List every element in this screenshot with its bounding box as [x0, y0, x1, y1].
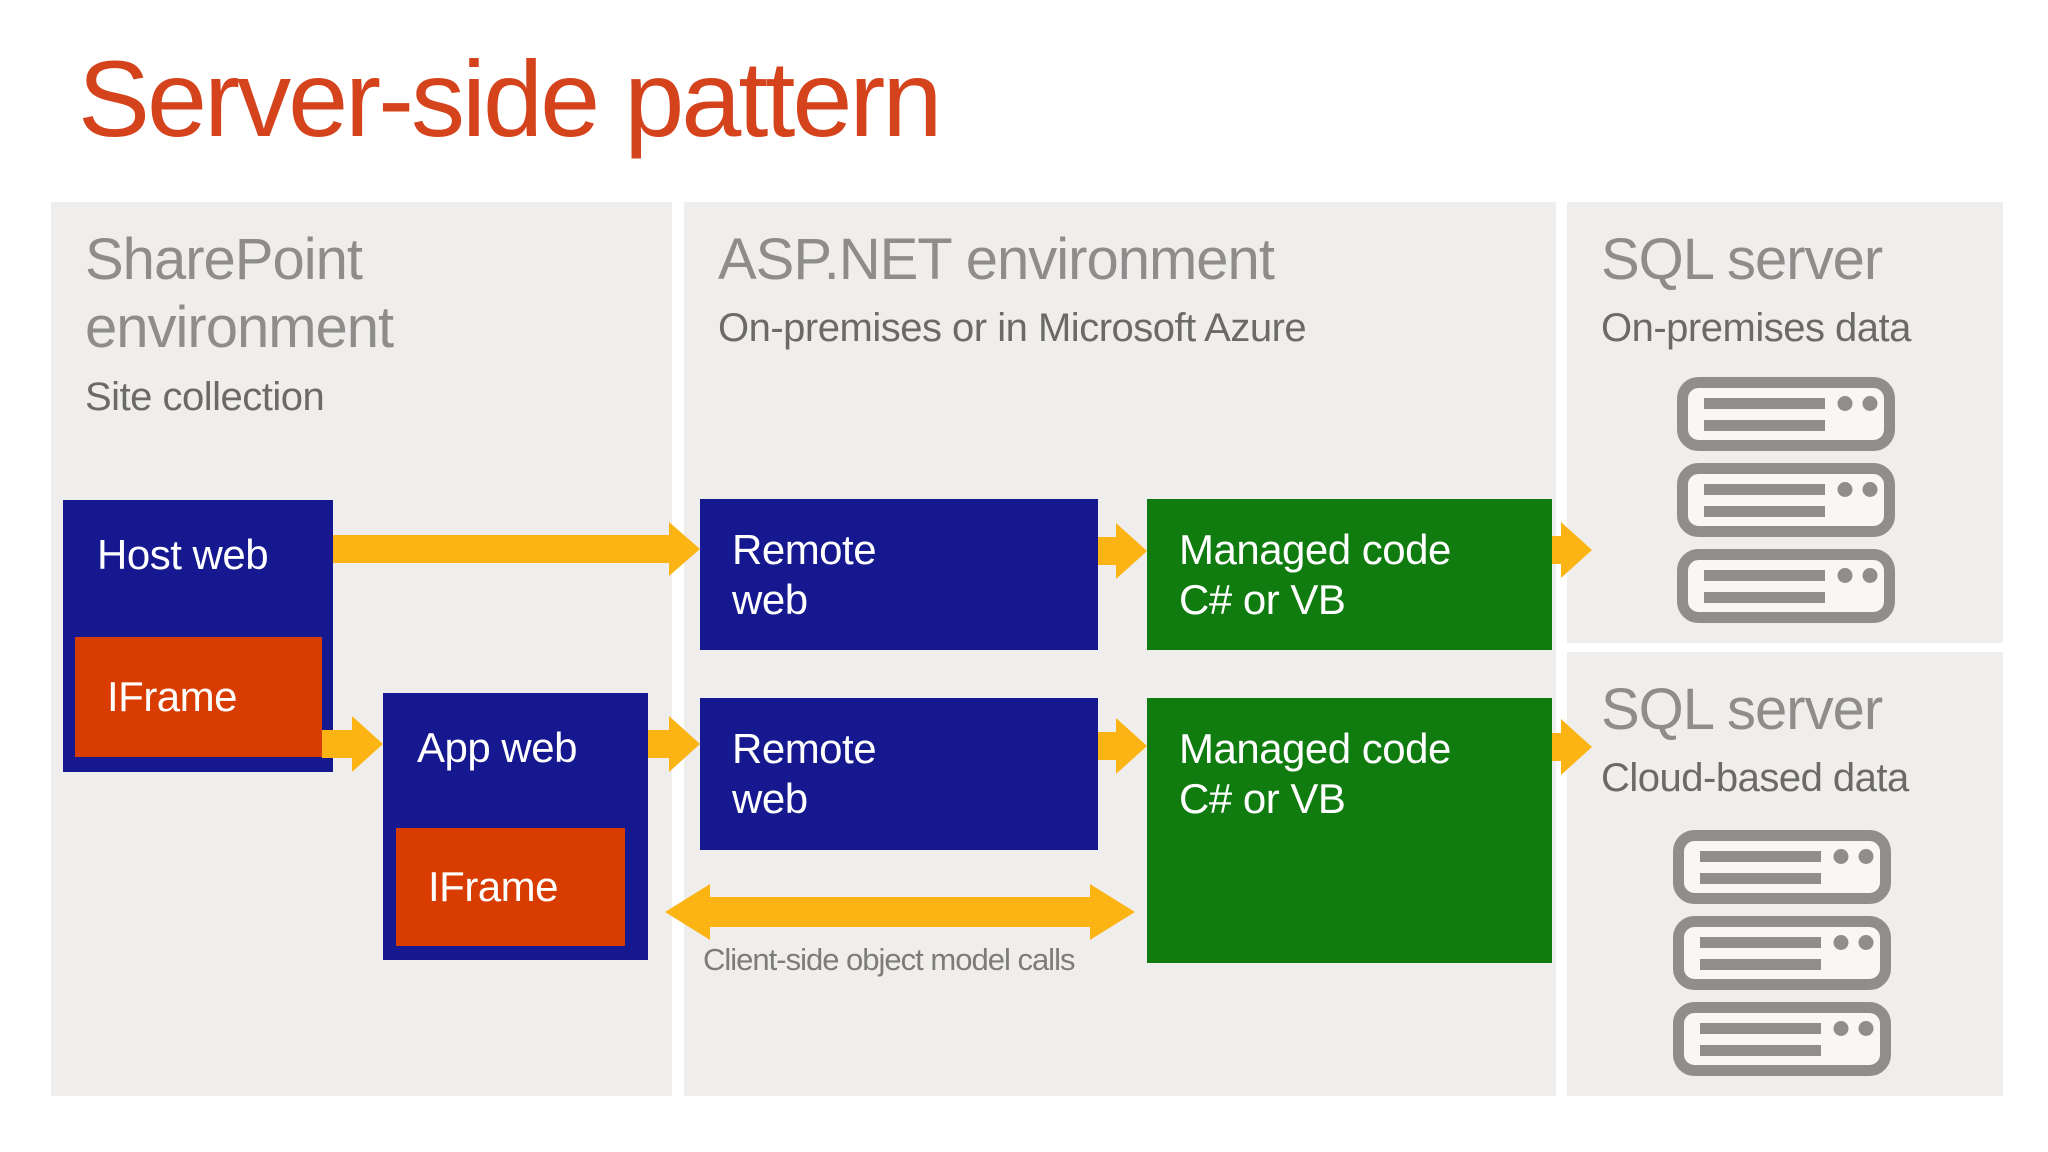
client-side-calls-caption: Client-side object model calls [703, 942, 1075, 977]
page-title: Server-side pattern [78, 38, 942, 159]
sql-onprem-heading: SQL server [1601, 227, 1883, 292]
remote-web-bottom-box: Remote web [700, 698, 1098, 850]
arrow-host-iframe-to-app-web [322, 716, 383, 772]
aspnet-panel-heading: ASP.NET environment [718, 227, 1275, 292]
arrow-shaft [1098, 537, 1116, 565]
arrow-shaft [333, 535, 669, 563]
sql-cloud-heading: SQL server [1601, 677, 1883, 742]
server-stack-icon [1677, 377, 1895, 623]
app-web-label: App web [417, 724, 577, 771]
server-unit [1677, 463, 1895, 537]
remote-web-bottom-label: Remote web [732, 725, 877, 823]
arrow-head-icon [665, 884, 710, 940]
server-unit [1673, 916, 1891, 990]
arrow-remote-web-to-managed-code-bottom [1098, 718, 1147, 774]
arrow-head-icon [352, 716, 383, 772]
arrow-head-icon [1116, 718, 1147, 774]
remote-web-top-box: Remote web [700, 499, 1098, 650]
arrow-managed-code-to-sql-onprem [1552, 522, 1592, 578]
managed-code-bottom-box: Managed code C# or VB [1147, 698, 1552, 963]
arrow-shaft [1552, 733, 1561, 761]
sharepoint-panel-subheading: Site collection [85, 374, 325, 419]
arrow-head-icon [669, 716, 700, 772]
managed-code-top-box: Managed code C# or VB [1147, 499, 1552, 650]
app-iframe-label: IFrame [428, 862, 559, 910]
sharepoint-panel-heading: SharePoint environment [85, 227, 394, 361]
managed-code-top-label: Managed code C# or VB [1179, 526, 1451, 624]
managed-code-bottom-label: Managed code C# or VB [1179, 725, 1451, 823]
server-unit [1677, 549, 1895, 623]
host-web-label: Host web [97, 531, 269, 578]
server-unit [1673, 830, 1891, 904]
arrow-head-icon [1561, 522, 1592, 578]
sql-onprem-subheading: On-premises data [1601, 306, 1911, 351]
arrow-shaft [708, 897, 1092, 927]
arrow-host-web-to-remote-web [333, 522, 700, 576]
panel-sql-server-cloud: SQL server Cloud-based data [1567, 652, 2003, 1096]
aspnet-panel-subheading: On-premises or in Microsoft Azure [718, 306, 1307, 351]
arrow-shaft [1098, 732, 1116, 760]
arrow-managed-code-to-sql-cloud [1552, 719, 1592, 775]
arrow-head-icon [669, 522, 700, 576]
server-unit [1673, 1002, 1891, 1076]
arrow-head-icon [1116, 523, 1147, 579]
arrow-shaft [648, 730, 669, 758]
arrow-client-side-object-model-bidirectional [665, 884, 1135, 940]
remote-web-top-label: Remote web [732, 526, 877, 624]
arrow-remote-web-to-managed-code-top [1098, 523, 1147, 579]
arrow-head-icon [1561, 719, 1592, 775]
arrow-app-web-to-remote-web [648, 716, 700, 772]
app-iframe-box: IFrame [396, 828, 625, 946]
server-unit [1677, 377, 1895, 451]
server-stack-icon [1673, 830, 1891, 1076]
arrow-shaft [1552, 536, 1561, 564]
arrow-head-icon [1090, 884, 1135, 940]
host-iframe-label: IFrame [107, 672, 238, 720]
host-iframe-box: IFrame [75, 637, 322, 757]
sql-cloud-subheading: Cloud-based data [1601, 756, 1909, 801]
arrow-shaft [322, 730, 352, 758]
